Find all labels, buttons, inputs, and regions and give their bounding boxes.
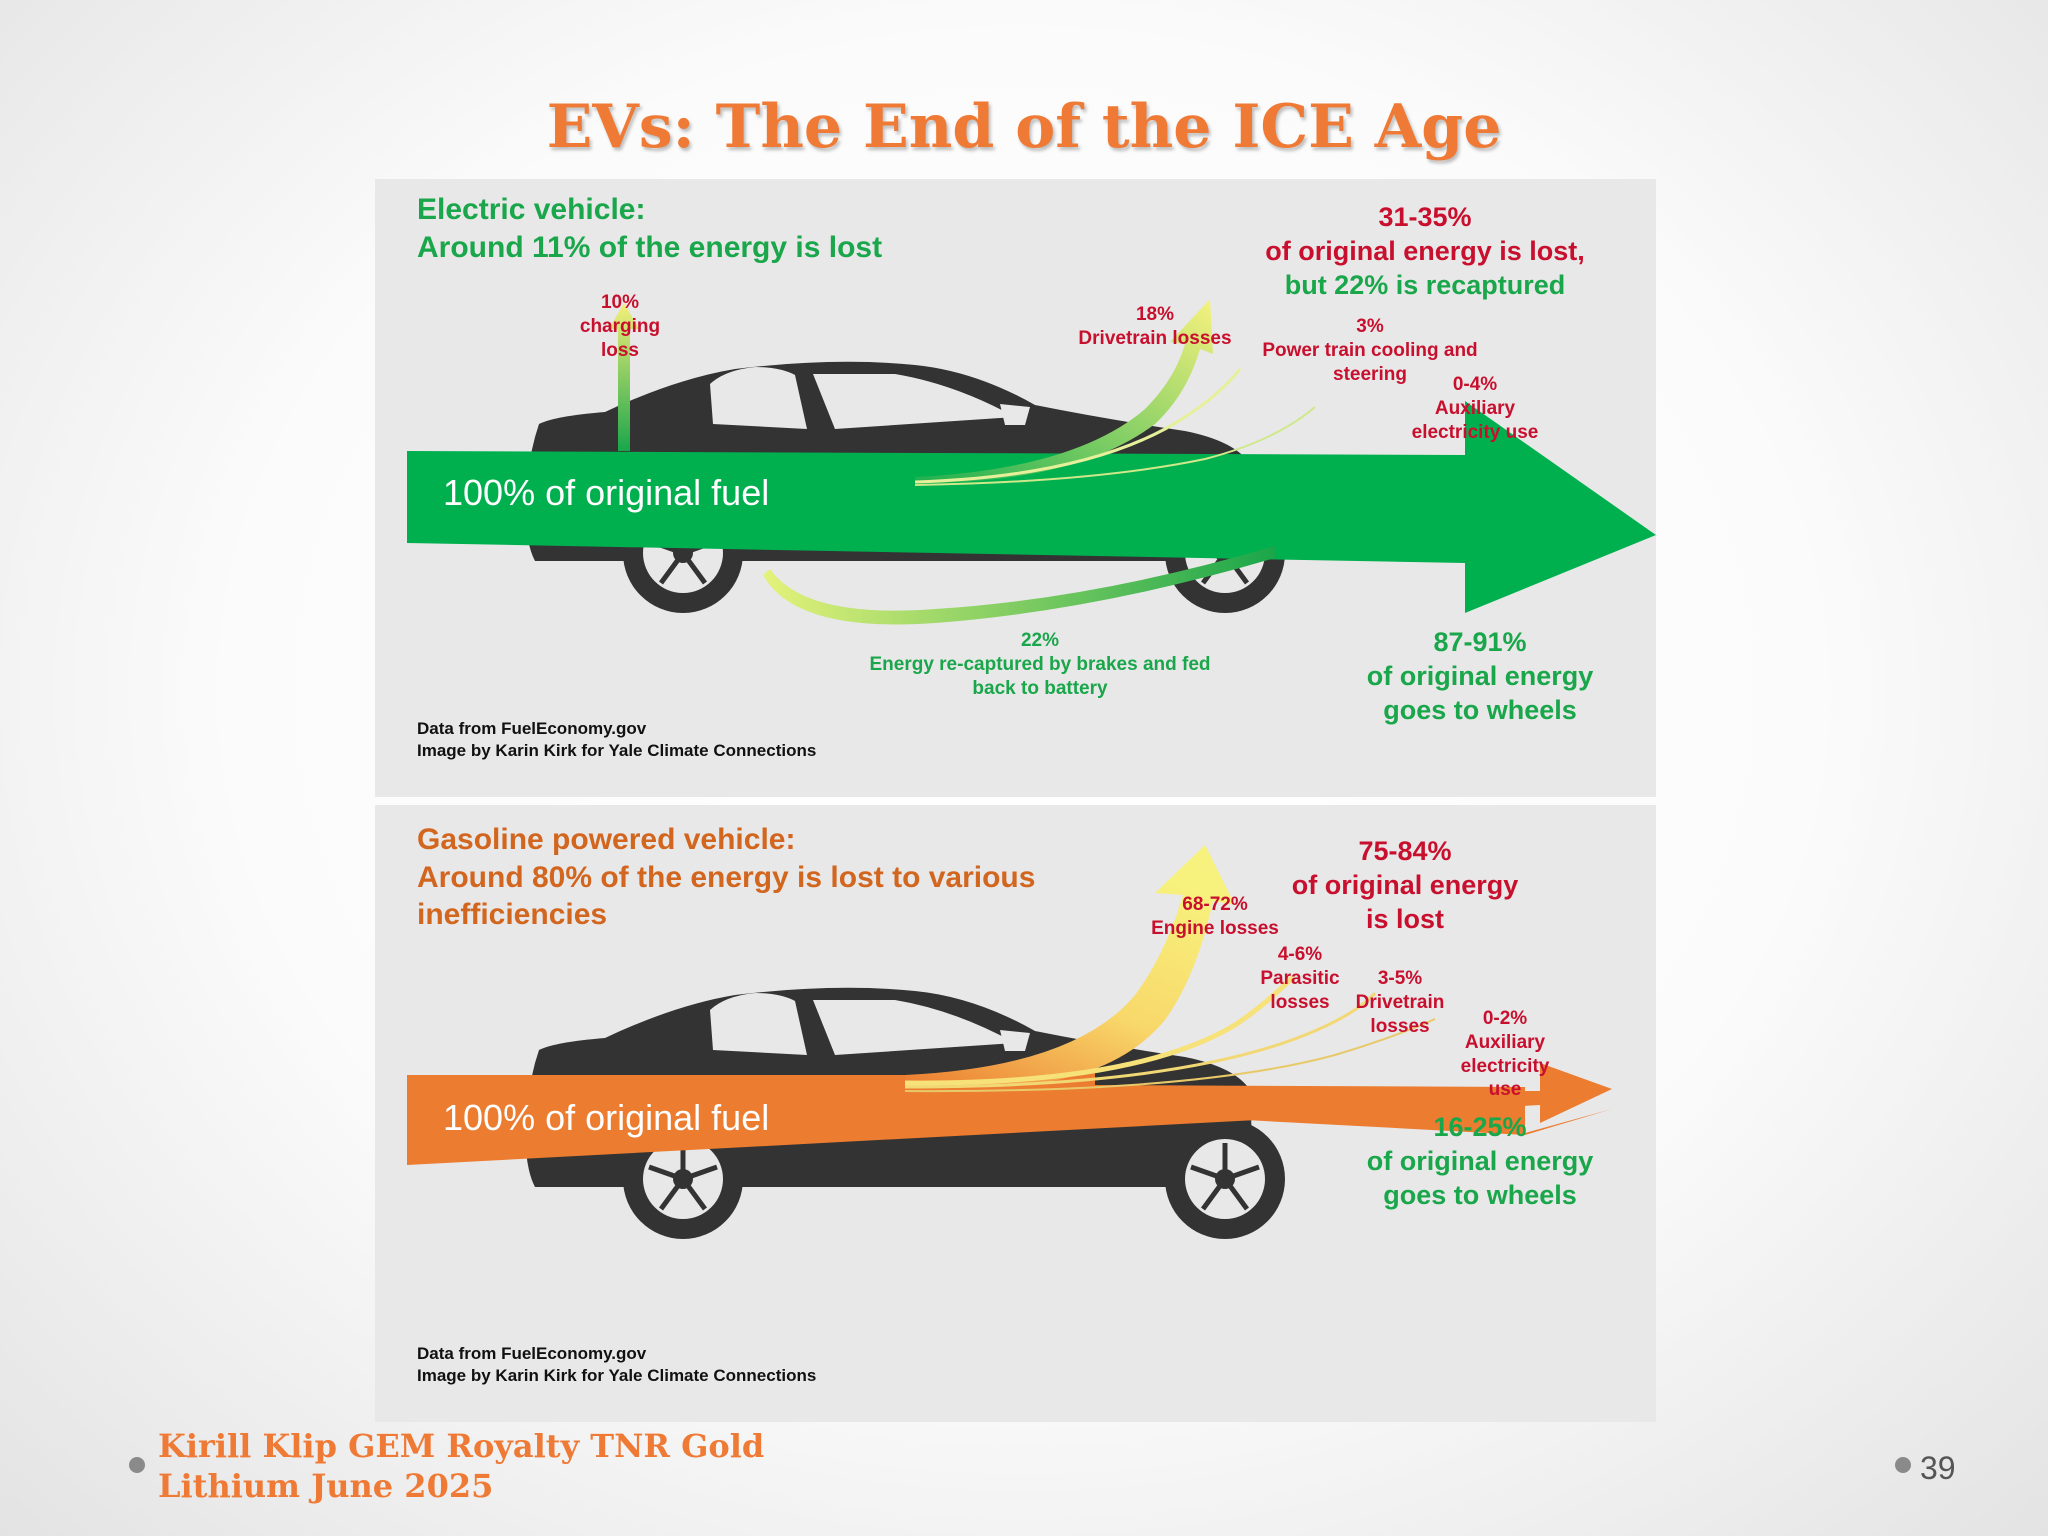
gas-aux-loss-line [904,1018,1436,1093]
ev-aux-pct: 0-4% [1452,374,1498,395]
ev-credit-line1: Data from FuelEconomy.gov [417,719,647,738]
ev-cooling-text2: steering [1333,363,1407,385]
ev-lost-text2: but 22% is recaptured [1284,269,1566,300]
gas-lost-pct: 75-84% [1358,836,1452,866]
gas-wheels-text2: goes to wheels [1383,1179,1577,1210]
ev-charging-text1: charging [579,315,661,337]
gas-wheels-text1: of original energy [1366,1145,1594,1176]
gas-credit-line1: Data from FuelEconomy.gov [417,1344,647,1363]
footer-bullet-dot [129,1457,145,1473]
ev-aux-text1: Auxiliary [1434,397,1516,419]
gas-heading: Gasoline powered vehicle: Around 80% of … [417,821,1035,934]
gas-heading-line3: inefficiencies [417,898,608,931]
ev-fuel-arrow [407,401,1656,613]
ev-cooling-loss-label: 3% Power train cooling and steering [1255,315,1485,386]
ev-aux-loss-label: 0-4% Auxiliary electricity use [1410,373,1540,444]
ev-recapture-arrow [763,546,1275,625]
gas-lost-text2: is lost [1365,903,1445,934]
ev-fuel-label: 100% of original fuel [443,472,770,513]
ev-wheels-text1: of original energy [1366,660,1594,691]
slide-footer: Kirill Klip GEM Royalty TNR Gold Lithium… [158,1426,764,1506]
gas-parasitic-loss-label: 4-6% Parasitic losses [1255,943,1345,1014]
gas-energy-lost-callout: 75-84% of original energy is lost [1255,835,1555,936]
gas-diagram-graphic [407,845,1612,1239]
ev-charging-pct: 10% [600,292,640,313]
gas-aux-text1: Auxiliary [1464,1031,1546,1053]
ev-lost-text1: of original energy is lost, [1265,235,1585,266]
gas-infographic-panel: Gasoline powered vehicle: Around 80% of … [375,805,1656,1422]
gas-parasitic-text1: Parasitic [1260,967,1340,989]
footer-line2: Lithium June 2025 [158,1467,494,1505]
ev-charging-loss-arrow [609,303,639,451]
gas-engine-loss-arrow [905,845,1235,1088]
gas-aux-text2: electricity [1460,1055,1550,1077]
footer-line1: Kirill Klip GEM Royalty TNR Gold [158,1427,765,1465]
ev-lost-pct: 31-35% [1378,202,1472,232]
gas-parasitic-loss-line [904,975,1295,1086]
gas-heading-line2: Around 80% of the energy is lost to vari… [417,860,1036,894]
ev-heading-line1: Electric vehicle: [417,193,646,226]
page-number: 39 [1920,1450,1956,1486]
ev-heading-line2: Around 11% of the energy is lost [417,230,883,264]
ev-recapture-text2: back to battery [972,677,1108,699]
ev-credit-line2: Image by Karin Kirk for Yale Climate Con… [417,741,817,761]
ev-drivetrain-text: Drivetrain losses [1078,327,1232,349]
ev-recapture-text1: Energy re-captured by brakes and fed [869,653,1211,675]
ev-heading: Electric vehicle: Around 11% of the ener… [417,191,882,266]
ev-infographic-panel: Electric vehicle: Around 11% of the ener… [375,179,1656,797]
ev-wheels-text2: goes to wheels [1383,694,1577,725]
gas-wheels-callout: 16-25% of original energy goes to wheels [1330,1111,1630,1212]
ev-aux-text2: electricity use [1411,421,1539,443]
gas-fuel-label: 100% of original fuel [443,1097,770,1138]
ev-source-credit: Data from FuelEconomy.gov Image by Karin… [417,718,816,762]
gas-drivetrain-loss-label: 3-5% Drivetrain losses [1350,967,1450,1038]
ev-cooling-pct: 3% [1356,316,1384,337]
gas-parasitic-pct: 4-6% [1277,944,1323,965]
gas-lost-text1: of original energy [1291,869,1519,900]
gas-credit-line2: Image by Karin Kirk for Yale Climate Con… [417,1366,817,1386]
ev-drivetrain-pct: 18% [1135,304,1175,325]
ev-diagram-graphic [407,299,1656,625]
ev-energy-lost-callout: 31-35% of original energy is lost, but 2… [1245,201,1605,302]
ev-charging-loss-label: 10% charging loss [570,291,670,362]
slide-title: EVs: The End of the ICE Age [546,92,1502,162]
gas-engine-loss-label: 68-72% Engine losses [1145,893,1285,941]
gas-drivetrain-text1: Drivetrain [1355,991,1445,1013]
ev-cooling-text1: Power train cooling and [1262,339,1478,361]
gas-heading-line1: Gasoline powered vehicle: [417,823,796,856]
page-number-bullet-dot [1895,1457,1911,1473]
gas-drivetrain-loss-line [904,991,1377,1089]
gas-aux-text3: use [1488,1079,1522,1101]
ev-drivetrain-loss-label: 18% Drivetrain losses [1065,303,1245,351]
gas-engine-text: Engine losses [1151,917,1279,939]
gas-parasitic-text2: losses [1270,991,1330,1013]
ev-cooling-loss-line [914,368,1242,484]
ev-charging-text2: loss [600,339,640,361]
ev-aux-loss-line [914,406,1316,486]
gas-drivetrain-pct: 3-5% [1377,968,1423,989]
ev-recapture-label: 22% Energy re-captured by brakes and fed… [865,629,1215,700]
gas-source-credit: Data from FuelEconomy.gov Image by Karin… [417,1343,816,1387]
gas-aux-pct: 0-2% [1482,1008,1528,1029]
gas-aux-loss-label: 0-2% Auxiliary electricity use [1455,1007,1555,1102]
ev-recapture-pct: 22% [1020,630,1060,651]
ev-wheels-pct: 87-91% [1433,627,1527,657]
gas-engine-pct: 68-72% [1182,894,1248,915]
gas-drivetrain-text2: losses [1370,1015,1430,1037]
ev-wheels-callout: 87-91% of original energy goes to wheels [1330,626,1630,727]
gas-wheels-pct: 16-25% [1433,1112,1527,1142]
